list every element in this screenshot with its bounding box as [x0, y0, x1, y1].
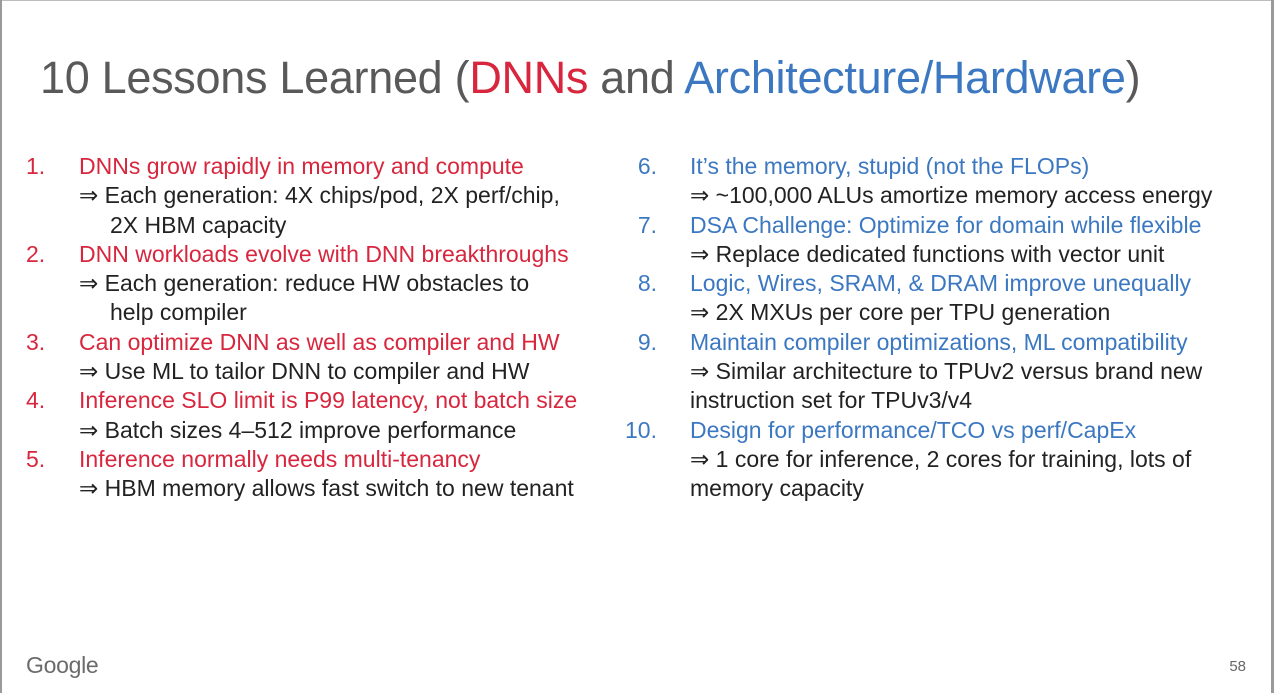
lesson-2: 2. DNN workloads evolve with DNN breakth…: [0, 240, 640, 328]
title-architecture-hardware: Architecture/Hardware: [684, 52, 1126, 103]
title-part-2: and: [588, 52, 685, 103]
lessons-left-column: 1. DNNs grow rapidly in memory and compu…: [0, 152, 640, 504]
lesson-number: 3.: [26, 328, 46, 355]
lesson-detail-continued: help compiler: [110, 299, 247, 326]
lesson-heading: DSA Challenge: Optimize for domain while…: [690, 211, 1202, 238]
lesson-detail: ⇒ HBM memory allows fast switch to new t…: [79, 475, 574, 502]
lesson-detail: ⇒ Similar architecture to TPUv2 versus b…: [690, 358, 1203, 385]
lesson-number: 7.: [637, 211, 657, 238]
lesson-detail: ⇒ Replace dedicated functions with vecto…: [690, 240, 1165, 267]
lesson-detail: ⇒ ~100,000 ALUs amortize memory access e…: [690, 182, 1213, 209]
lesson-detail-continued: instruction set for TPUv3/v4: [690, 387, 973, 414]
lesson-detail-continued: memory capacity: [690, 475, 864, 502]
lesson-7: 7. DSA Challenge: Optimize for domain wh…: [620, 211, 1270, 270]
lesson-heading: DNNs grow rapidly in memory and compute: [79, 153, 524, 179]
lesson-number: 9.: [637, 328, 657, 355]
page-number: 58: [1229, 658, 1246, 675]
lesson-detail: ⇒ Each generation: 4X chips/pod, 2X perf…: [79, 182, 560, 209]
lesson-heading: DNN workloads evolve with DNN breakthrou…: [79, 240, 569, 267]
lesson-detail-continued: 2X HBM capacity: [110, 211, 287, 238]
lesson-1: 1. DNNs grow rapidly in memory and compu…: [0, 152, 640, 240]
lesson-heading: It’s the memory, stupid (not the FLOPs): [690, 153, 1090, 179]
lesson-detail: ⇒ Use ML to tailor DNN to compiler and H…: [79, 358, 530, 385]
lesson-detail: ⇒ 2X MXUs per core per TPU generation: [690, 299, 1111, 326]
lesson-number: 10.: [625, 416, 657, 443]
lesson-heading: Inference normally needs multi-tenancy: [79, 445, 481, 472]
lesson-heading: Design for performance/TCO vs perf/CapEx: [690, 416, 1137, 443]
lesson-heading: Logic, Wires, SRAM, & DRAM improve unequ…: [690, 270, 1192, 297]
slide-border-left: [0, 0, 2, 693]
lesson-detail: ⇒ Batch sizes 4–512 improve performance: [79, 416, 517, 443]
lesson-5: 5. Inference normally needs multi-tenanc…: [0, 445, 640, 504]
lesson-detail: ⇒ 1 core for inference, 2 cores for trai…: [690, 445, 1192, 472]
lesson-heading: Inference SLO limit is P99 latency, not …: [79, 387, 578, 414]
lesson-heading: Maintain compiler optimizations, ML comp…: [690, 328, 1188, 355]
slide-border-right: [1271, 0, 1274, 693]
lesson-number: 6.: [637, 153, 657, 179]
lesson-number: 1.: [26, 153, 46, 179]
lesson-number: 4.: [26, 387, 46, 414]
lesson-detail: ⇒ Each generation: reduce HW obstacles t…: [79, 270, 530, 297]
lesson-8: 8. Logic, Wires, SRAM, & DRAM improve un…: [620, 269, 1270, 328]
lesson-heading: Can optimize DNN as well as compiler and…: [79, 328, 560, 355]
lesson-number: 5.: [26, 445, 46, 472]
title-dnns: DNNs: [469, 52, 589, 103]
lesson-3: 3. Can optimize DNN as well as compiler …: [0, 328, 640, 387]
lesson-4: 4. Inference SLO limit is P99 latency, n…: [0, 386, 640, 445]
lesson-6: 6. It’s the memory, stupid (not the FLOP…: [620, 152, 1270, 211]
lesson-number: 8.: [637, 270, 657, 297]
lessons-right-column: 6. It’s the memory, stupid (not the FLOP…: [620, 152, 1270, 504]
title-part-3: ): [1125, 52, 1141, 103]
lesson-9: 9. Maintain compiler optimizations, ML c…: [620, 328, 1270, 416]
slide-border-top: [0, 0, 1274, 1]
lesson-10: 10. Design for performance/TCO vs perf/C…: [620, 416, 1270, 504]
lesson-number: 2.: [26, 240, 46, 267]
google-logo: Google: [26, 652, 99, 678]
slide-title: 10 Lessons Learned (DNNs and Architectur…: [40, 52, 1141, 104]
title-part-1: 10 Lessons Learned (: [40, 52, 470, 103]
